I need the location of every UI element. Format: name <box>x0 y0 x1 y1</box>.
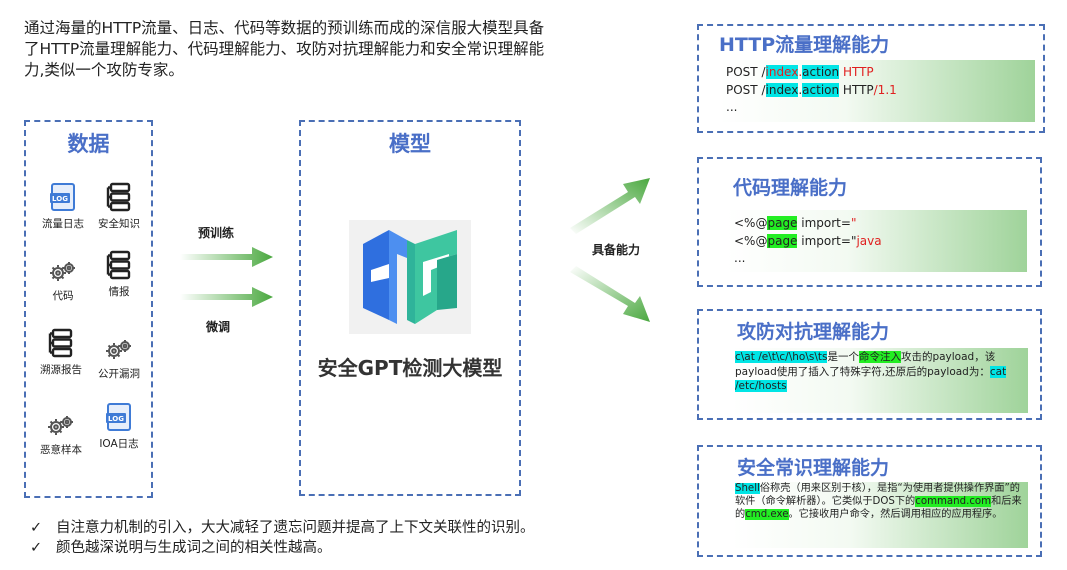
data-item-trace-report: 溯源报告 <box>24 324 98 377</box>
common-ability-title: 安全常识理解能力 <box>737 457 890 479</box>
code-ability-title: 代码理解能力 <box>733 177 848 199</box>
gears-icon <box>24 404 98 438</box>
code-sample: <%@page import=" <%@page import="java ..… <box>727 210 1027 272</box>
highlight-token: command.com <box>915 496 992 508</box>
text-token: 是一个 <box>827 351 859 363</box>
data-item-intelligence: 情报 <box>84 246 154 299</box>
attack-ability-title: 攻防对抗理解能力 <box>737 321 890 343</box>
common-sample: Shell俗称壳（用来区别于核），是指“为使用者提供操作界面”的软件（命令解析器… <box>732 482 1028 548</box>
code-token: page <box>767 233 798 248</box>
capability-arrow-down-icon <box>570 266 650 322</box>
pretrain-label: 预训练 <box>198 226 235 240</box>
text-token: 和后来的 <box>735 496 1022 521</box>
data-item-traffic-log: LOG 流量日志 <box>28 178 98 231</box>
bullet-item: ✓ 自注意力机制的引入，大大减轻了遗忘问题并提高了上下文关联性的识别。 <box>30 518 535 538</box>
code-line: ... <box>726 100 738 114</box>
data-item-label: 溯源报告 <box>40 364 82 376</box>
svg-text:LOG: LOG <box>52 195 68 203</box>
code-token: java <box>856 233 882 248</box>
common-ability-panel: 安全常识理解能力 Shell俗称壳（用来区别于核），是指“为使用者提供操作界面”… <box>697 445 1042 557</box>
pretrain-arrow-icon <box>180 247 273 267</box>
code-line: POST /index.action HTTP <box>726 64 1035 82</box>
log-file-icon: LOG <box>84 398 154 432</box>
bullet-item: ✓ 颜色越深说明与生成词之间的相关性越高。 <box>30 538 535 558</box>
data-item-code: 代码 <box>28 250 98 303</box>
code-token: action <box>802 82 840 97</box>
attack-ability-panel: 攻防对抗理解能力 c\at /e\t\c/\ho\s\ts是一个命令注入攻击的p… <box>697 309 1042 420</box>
capability-arrow-up-icon <box>570 178 650 234</box>
attack-sample: c\at /e\t\c/\ho\s\ts是一个命令注入攻击的payload，该p… <box>732 348 1028 413</box>
data-item-label: 代码 <box>52 290 74 302</box>
code-token: HTTP <box>842 65 874 79</box>
data-item-security-knowledge: 安全知识 <box>84 178 154 231</box>
data-item-ioa-log: LOG IOA日志 <box>84 398 154 451</box>
text-token: 攻击的payload，该payload使用了插入了特殊字符,还原后的payloa… <box>735 351 996 378</box>
code-token: . <box>798 82 803 97</box>
code-token: index <box>765 82 799 97</box>
bullet-list: ✓ 自注意力机制的引入，大大减轻了遗忘问题并提高了上下文关联性的识别。 ✓ 颜色越深… <box>30 518 535 558</box>
code-token: . <box>798 65 803 79</box>
data-panel-title: 数据 <box>67 132 110 156</box>
data-item-malware-samples: 恶意样本 <box>24 404 98 457</box>
code-token: import= <box>797 216 851 230</box>
checkmark-icon: ✓ <box>30 540 43 556</box>
server-stack-icon <box>24 324 98 358</box>
code-token: action <box>802 65 840 79</box>
code-token: " <box>850 216 857 230</box>
checkmark-icon: ✓ <box>30 520 43 536</box>
code-token: /1.1 <box>873 82 897 97</box>
svg-text:LOG: LOG <box>108 415 124 423</box>
model-logo <box>349 220 471 334</box>
code-line: POST /index.action HTTP/1.1 <box>726 82 1035 100</box>
code-token: <%@ <box>734 233 768 248</box>
http-ability-panel: HTTP流量理解能力 POST /index.action HTTP POST … <box>697 24 1045 133</box>
text-token: 俗称壳（用来区别于核），是指“为使用者提供操作界面”的软件（命令解析器）。它类似… <box>735 483 1020 508</box>
data-item-public-vulns: 公开漏洞 <box>84 328 154 381</box>
highlight-token: Shell <box>735 483 760 494</box>
code-token: POST / <box>726 65 766 79</box>
data-item-label: 安全知识 <box>98 218 140 230</box>
model-panel-title: 模型 <box>389 132 431 156</box>
finetune-label: 微调 <box>206 320 231 334</box>
code-token: index <box>765 65 799 79</box>
payload-token: c\at /e\t\c/\ho\s\ts <box>735 351 828 363</box>
finetune-arrow-icon <box>180 287 273 307</box>
code-token: import=" <box>797 233 857 248</box>
code-line: <%@page import="java <box>734 233 1027 251</box>
model-panel: 模型 安全GPT检测大模型 <box>299 120 521 496</box>
code-ability-panel: 代码理解能力 <%@page import=" <%@page import="… <box>697 157 1042 287</box>
data-item-label: 恶意样本 <box>40 444 82 456</box>
code-token: <%@ <box>734 216 768 230</box>
intro-text: 通过海量的HTTP流量、日志、代码等数据的预训练而成的深信服大模型具备了HTTP… <box>24 19 545 79</box>
server-stack-icon <box>84 178 154 212</box>
highlight-token: 命令注入 <box>858 351 901 363</box>
bullet-text: 自注意力机制的引入，大大减轻了遗忘问题并提高了上下文关联性的识别。 <box>56 520 535 536</box>
http-ability-title: HTTP流量理解能力 <box>719 34 890 56</box>
data-item-label: 流量日志 <box>42 218 84 230</box>
code-line: ... <box>734 251 746 265</box>
gears-icon <box>84 328 154 362</box>
model-logo-icon <box>363 230 457 324</box>
data-panel: 数据 LOG 流量日志 安全知识 代码 情报 溯源报告 公开漏洞 <box>24 120 153 498</box>
model-name: 安全GPT检测大模型 <box>317 356 503 380</box>
http-code-sample: POST /index.action HTTP POST /index.acti… <box>719 60 1035 122</box>
highlight-token: cmd.exe <box>745 509 789 521</box>
log-file-icon: LOG <box>28 178 98 212</box>
data-item-label: IOA日志 <box>99 438 139 450</box>
code-line: <%@page import=" <box>734 215 1027 233</box>
bullet-text: 颜色越深说明与生成词之间的相关性越高。 <box>56 540 332 556</box>
code-token: page <box>767 216 798 230</box>
capability-label: 具备能力 <box>592 243 641 257</box>
data-item-label: 情报 <box>108 286 130 298</box>
gears-icon <box>28 250 98 284</box>
text-token: 。它接收用户命令，然后调用相应的应用程序。 <box>788 509 1003 521</box>
code-token: HTTP <box>839 82 874 97</box>
server-stack-icon <box>84 246 154 280</box>
data-item-label: 公开漏洞 <box>98 368 140 380</box>
code-token: POST / <box>726 82 766 97</box>
